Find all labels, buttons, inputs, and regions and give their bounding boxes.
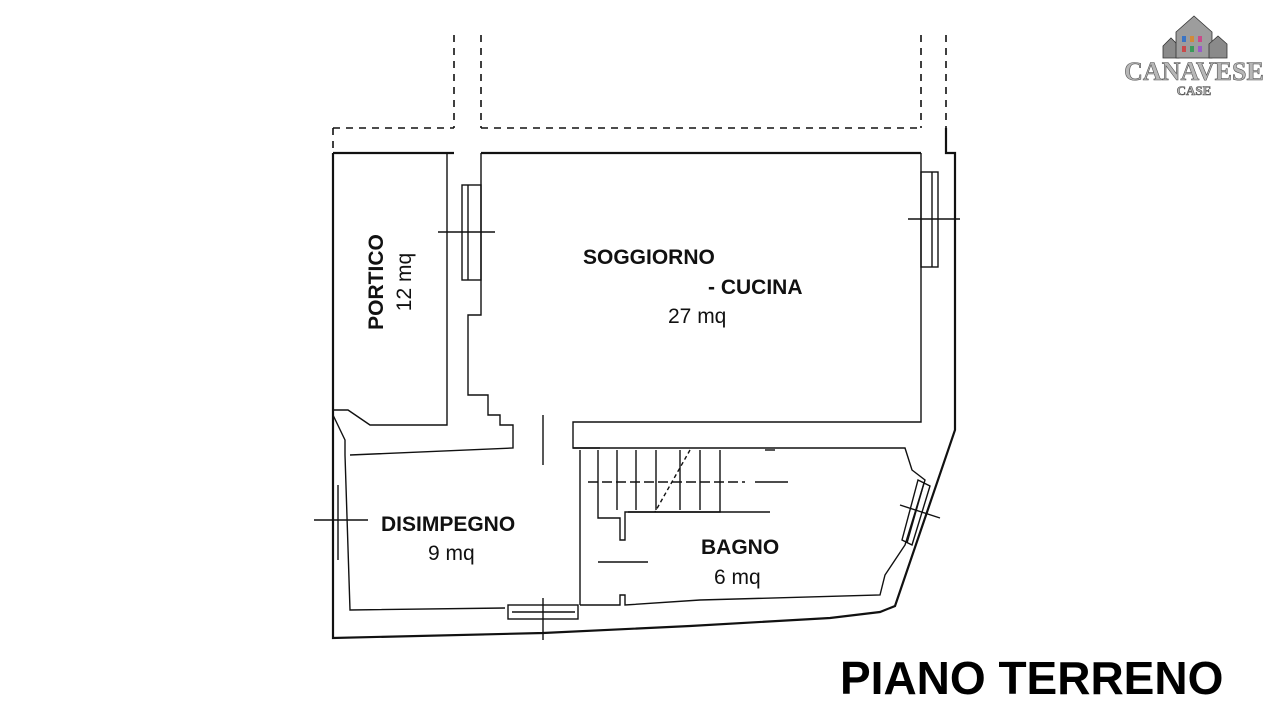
room-label-bagno: BAGNO 6 mq <box>701 536 779 589</box>
houses-icon <box>1162 15 1228 59</box>
room-name: BAGNO <box>701 536 779 559</box>
portico-walls <box>332 153 506 611</box>
window-bagno <box>899 478 941 546</box>
room-name-line2: - CUCINA <box>708 276 803 299</box>
bagno-walls <box>573 447 926 606</box>
floor-title: PIANO TERRENO <box>840 652 1223 704</box>
room-label-soggiorno: SOGGIORNO - CUCINA 27 mq <box>583 246 803 328</box>
room-area: 27 mq <box>668 305 726 328</box>
staircase <box>579 449 788 605</box>
room-label-disimpegno: DISIMPEGNO 9 mq <box>381 513 515 565</box>
dashed-boundary <box>332 35 947 410</box>
logo-sub: CASE <box>1177 83 1212 98</box>
room-name: PORTICO <box>365 234 388 330</box>
soggiorno-walls <box>349 153 922 465</box>
room-area: 9 mq <box>428 542 475 565</box>
company-logo: CANAVESE CASE <box>1124 15 1264 98</box>
outer-walls <box>331 128 957 640</box>
room-name-line1: SOGGIORNO <box>583 246 715 269</box>
room-label-portico: PORTICO 12 mq <box>365 234 416 330</box>
room-name: DISIMPEGNO <box>381 513 515 536</box>
window-right <box>908 171 960 268</box>
logo-name: CANAVESE <box>1124 57 1264 86</box>
room-area: 12 mq <box>393 253 416 311</box>
window-disimpegno <box>314 485 368 560</box>
door-bottom <box>507 598 579 640</box>
window-left <box>438 184 495 281</box>
room-area: 6 mq <box>714 566 761 589</box>
